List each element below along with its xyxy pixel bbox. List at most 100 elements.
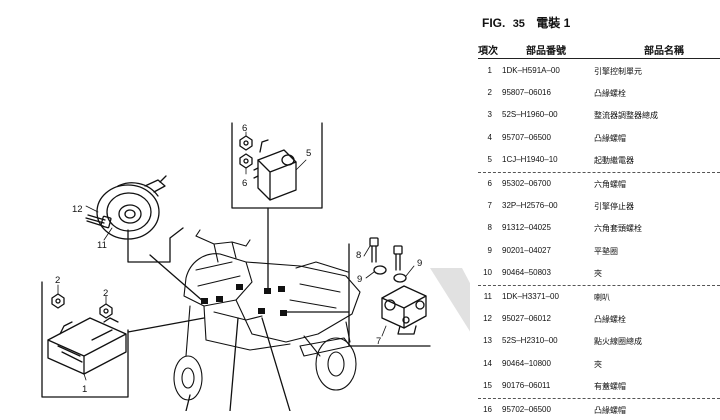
item-number: 16 xyxy=(483,405,492,414)
item-number: 3 xyxy=(487,110,492,120)
table-row: 2 95807–06016 凸緣螺栓 xyxy=(478,83,720,103)
item-number: 1 xyxy=(487,66,492,75)
callout-frame-horn xyxy=(127,227,184,263)
part-number: 95302–06700 xyxy=(502,179,551,188)
horn-bolt xyxy=(85,214,112,229)
washer-left xyxy=(373,265,387,275)
part-name: 凸緣螺帽 xyxy=(594,133,626,143)
table-row: 14 90464–10800 夾 xyxy=(478,354,720,374)
part-name: 六角螺帽 xyxy=(594,180,626,189)
part-number: 90201–04027 xyxy=(502,245,551,255)
part-name: 凸緣螺栓 xyxy=(594,89,626,99)
callout-num: 9 xyxy=(357,274,362,285)
ecu-bolt-right xyxy=(99,303,113,319)
parts-diagram: 1 2 2 5 6 6 7 8 9 9 11 12 xyxy=(41,122,470,411)
callout-num: 1 xyxy=(82,384,87,395)
part-number: 95702–06500 xyxy=(502,405,551,414)
part-number: 52S–H2310–00 xyxy=(502,336,558,346)
item-number: 12 xyxy=(483,314,492,324)
part-number: 90176–06011 xyxy=(502,380,551,390)
table-row: 4 95707–06500 凸緣螺帽 xyxy=(478,128,720,148)
item-number: 8 xyxy=(487,223,492,233)
item-number: 9 xyxy=(487,245,492,255)
callout-num: 6 xyxy=(242,178,247,189)
part-name: 凸緣螺栓 xyxy=(594,315,626,325)
part-name: 整流器調整器總成 xyxy=(594,111,658,121)
table-row: 1 1DK–H591A–00 引擎控制單元 xyxy=(478,61,720,81)
part-number: 1DK–H3371–00 xyxy=(502,292,559,301)
callout-num: 2 xyxy=(55,275,60,286)
part-number: 90464–50803 xyxy=(502,267,551,277)
part-number: 95027–06012 xyxy=(502,314,551,324)
table-row: 11 1DK–H3371–00 喇叭 xyxy=(478,287,720,307)
part-name: 平墊圈 xyxy=(594,246,618,256)
header-part-no: 部品番號 xyxy=(526,46,566,57)
item-number: 10 xyxy=(483,267,492,277)
relay-nut-lower xyxy=(239,153,253,169)
callout-num: 2 xyxy=(103,288,108,299)
table-row: 8 91312–04025 六角套頭螺栓 xyxy=(478,218,720,238)
part-name: 夾 xyxy=(594,359,602,369)
part-name: 有蓋螺帽 xyxy=(594,381,626,391)
part-number: 90464–10800 xyxy=(502,358,551,368)
part-number: 91312–04025 xyxy=(502,223,551,233)
engine-control-unit xyxy=(47,317,127,375)
item-number: 5 xyxy=(487,154,492,164)
header-item: 項次 xyxy=(478,46,498,57)
item-number: 4 xyxy=(487,132,492,142)
part-number: 32P–H2576–00 xyxy=(502,201,558,211)
ecu-bolt-left xyxy=(51,293,65,309)
item-number: 2 xyxy=(487,88,492,98)
stop-bolt-right xyxy=(393,245,403,271)
table-row: 7 32P–H2576–00 引擎停止器 xyxy=(478,196,720,216)
part-number: 95807–06016 xyxy=(502,88,551,98)
relay-nut-upper xyxy=(239,135,253,151)
engine-stop-switch xyxy=(381,285,427,335)
callout-num: 9 xyxy=(417,258,422,269)
table-row: 5 1CJ–H1940–10 起動繼電器 xyxy=(478,150,720,170)
watermark xyxy=(430,268,470,332)
header-rule xyxy=(478,58,720,59)
part-name: 引擎控制單元 xyxy=(594,67,642,76)
table-row: 15 90176–06011 有蓋螺帽 xyxy=(478,376,720,396)
table-row: 3 52S–H1960–00 整流器調整器總成 xyxy=(478,105,720,125)
washer-right xyxy=(393,273,407,283)
table-row: 9 90201–04027 平墊圈 xyxy=(478,241,720,261)
group-divider xyxy=(478,285,720,287)
item-number: 15 xyxy=(483,380,492,390)
horn xyxy=(96,175,167,240)
callout-frame-relay xyxy=(231,122,323,209)
figure-number: 35 xyxy=(512,18,525,30)
part-name: 引擎停止器 xyxy=(594,202,634,212)
part-name: 六角套頭螺栓 xyxy=(594,224,642,234)
part-name: 喇叭 xyxy=(594,293,610,302)
callout-num: 5 xyxy=(306,148,311,159)
part-name: 夾 xyxy=(594,268,602,278)
scooter xyxy=(173,229,361,401)
table-row: 12 95027–06012 凸緣螺栓 xyxy=(478,309,720,329)
group-divider xyxy=(478,398,720,400)
table-header: 項次 部品番號 部品名稱 xyxy=(478,40,720,57)
callout-num: 6 xyxy=(242,123,247,134)
stop-bolt-left xyxy=(369,237,379,263)
part-name: 起動繼電器 xyxy=(594,155,634,165)
starter-relay xyxy=(253,139,297,201)
callout-num: 8 xyxy=(356,250,361,261)
part-number: 95707–06500 xyxy=(502,132,551,142)
item-number: 7 xyxy=(487,201,492,211)
callout-num: 7 xyxy=(376,336,381,347)
part-number: 1DK–H591A–00 xyxy=(502,66,560,75)
table-row: 10 90464–50803 夾 xyxy=(478,263,720,283)
callout-num: 12 xyxy=(72,204,83,215)
header-part-name: 部品名稱 xyxy=(644,46,684,57)
item-number: 11 xyxy=(483,292,492,301)
callout-frame-ecu xyxy=(41,281,129,398)
part-number: 1CJ–H1940–10 xyxy=(502,154,558,164)
item-number: 14 xyxy=(483,358,492,368)
part-number: 52S–H1960–00 xyxy=(502,110,558,120)
group-divider xyxy=(478,172,720,174)
